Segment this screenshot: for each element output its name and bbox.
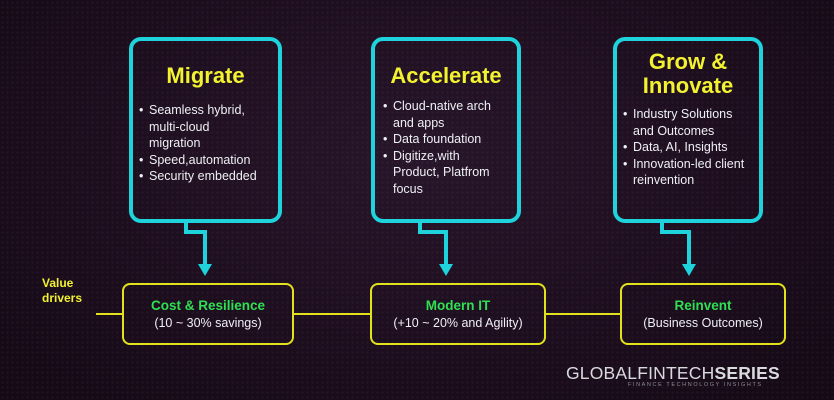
- card-bullet-list: Industry Solutions and Outcomes Data, AI…: [623, 106, 759, 189]
- arrow-head-icon: [439, 264, 453, 276]
- driver-reinvent: Reinvent (Business Outcomes): [620, 283, 786, 345]
- card-title: Grow & Innovate: [642, 49, 734, 98]
- driver-modern-it: Modern IT (+10 ~ 20% and Agility): [370, 283, 546, 345]
- brand-name-light: GLOBALFINTECH: [566, 363, 715, 383]
- brand-name: GLOBALFINTECHSERIES: [566, 364, 780, 382]
- bullet-item: Data, AI, Insights: [623, 139, 759, 156]
- bullet-item: Innovation-led client reinvention: [623, 156, 759, 189]
- arrow-head-icon: [682, 264, 696, 276]
- value-drivers-label: Value drivers: [42, 276, 83, 305]
- driver-title: Reinvent: [674, 298, 732, 313]
- bullet-item: Digitize,with Product, Platfrom focus: [383, 148, 517, 198]
- bullet-item: Speed,automation: [139, 152, 278, 169]
- bullet-item: Industry Solutions and Outcomes: [623, 106, 759, 139]
- card-connector-accelerate: [418, 222, 448, 264]
- card-bullet-list: Seamless hybrid, multi-cloud migration S…: [139, 102, 278, 185]
- bullet-item: Data foundation: [383, 131, 517, 148]
- bullet-item: Security embedded: [139, 168, 278, 185]
- bullet-item: Seamless hybrid, multi-cloud migration: [139, 102, 278, 152]
- driver-title: Modern IT: [425, 298, 491, 313]
- driver-subtitle: (10 ~ 30% savings): [154, 316, 262, 330]
- brand-name-bold: SERIES: [714, 363, 780, 383]
- card-migrate: Migrate Seamless hybrid, multi-cloud mig…: [129, 37, 282, 223]
- card-grow-innovate: Grow & Innovate Industry Solutions and O…: [613, 37, 763, 223]
- card-connector-migrate: [184, 222, 207, 264]
- driver-subtitle: (+10 ~ 20% and Agility): [393, 316, 523, 330]
- arrow-head-icon: [198, 264, 212, 276]
- card-title: Accelerate: [390, 63, 502, 88]
- bullet-item: Cloud-native arch and apps: [383, 98, 517, 131]
- driver-title: Cost & Resilience: [150, 298, 266, 313]
- card-bullet-list: Cloud-native arch and apps Data foundati…: [383, 98, 517, 197]
- brand-logo: GLOBALFINTECHSERIES FINANCE TECHNOLOGY I…: [566, 364, 780, 389]
- card-connector-grow: [660, 222, 691, 264]
- driver-subtitle: (Business Outcomes): [643, 316, 763, 330]
- card-accelerate: Accelerate Cloud-native arch and apps Da…: [371, 37, 521, 223]
- card-title: Migrate: [166, 63, 245, 88]
- brand-tagline: FINANCE TECHNOLOGY INSIGHTS: [628, 382, 763, 388]
- driver-cost-resilience: Cost & Resilience (10 ~ 30% savings): [122, 283, 294, 345]
